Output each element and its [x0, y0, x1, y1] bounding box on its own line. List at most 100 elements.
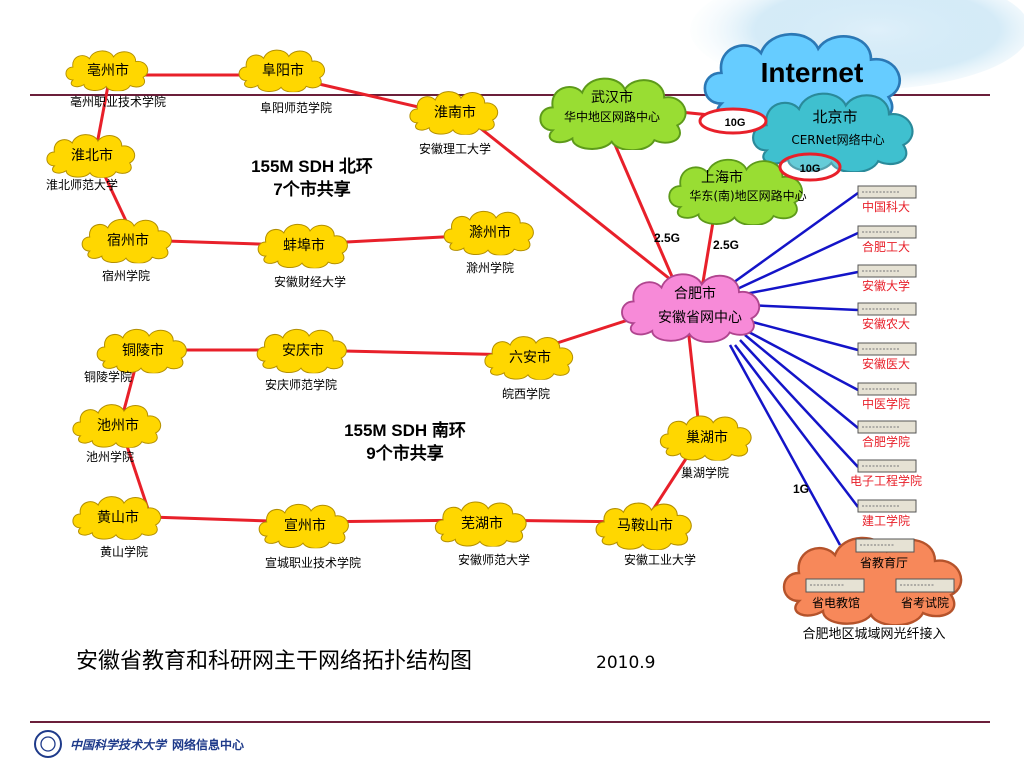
link-25g-wuhan-label: 2.5G [654, 231, 680, 245]
university-links [728, 191, 859, 546]
north-ring-line1: 155M SDH 北环 [251, 157, 373, 176]
device-tv: 省电教馆 [805, 578, 865, 610]
device-tv-label: 省电教馆 [812, 595, 860, 610]
city-school-huangshan: 黄山学院 [100, 544, 148, 559]
city-name-huangshan: 黄山市 [97, 509, 139, 526]
link-uni-2 [734, 231, 859, 292]
link-10g-shanghai: 10G [778, 152, 842, 182]
shanghai-cloud: 上海市 华东(南)地区网路中心 [668, 158, 807, 225]
metro-cloud: 省教育厅 省电教馆 省考试院 [782, 536, 963, 625]
city-name-huainan: 淮南市 [434, 104, 476, 121]
city-school-wuhu: 安徽师范大学 [458, 552, 530, 567]
internet-label: Internet [761, 57, 864, 88]
city-name-xuanzhou: 宣州市 [284, 517, 326, 534]
shanghai-desc: 华东(南)地区网路中心 [689, 188, 806, 203]
city-name-anqing: 安庆市 [282, 342, 324, 359]
city-school-suzhou: 宿州学院 [102, 268, 150, 283]
city-name-tongling: 铜陵市 [122, 342, 164, 359]
device-edu: 省教育厅 [855, 538, 915, 570]
link-uni-9 [734, 344, 859, 508]
link-10g-wuhan-marker [698, 107, 768, 135]
city-name-wuhu: 芜湖市 [461, 515, 503, 532]
link-huainan-hefei [459, 110, 691, 297]
wuhan-name: 武汉市 [591, 89, 633, 106]
internet-cloud: Internet [703, 32, 902, 130]
wuhan-cloud: 武汉市 华中地区网路中心 [539, 77, 687, 150]
city-school-bozhou: 亳州职业技术学院 [70, 94, 166, 109]
link-metro [728, 344, 842, 546]
university-item: 合肥学院 [857, 420, 917, 449]
university-name: 合肥工大 [862, 239, 910, 254]
device-edu-label: 省教育厅 [860, 555, 908, 570]
university-name: 中国科大 [862, 199, 910, 214]
university-name: 安徽大学 [862, 278, 910, 293]
university-item: 安徽医大 [857, 342, 917, 371]
shanghai-name: 上海市 [701, 169, 743, 186]
city-name-chizhou: 池州市 [97, 417, 139, 434]
city-school-tongling: 铜陵学院 [84, 369, 132, 384]
link-25g-shanghai-label: 2.5G [713, 238, 739, 252]
city-school-bengbu: 安徽财经大学 [274, 274, 346, 289]
diagram-title: 安徽省教育和科研网主干网络拓扑结构图 [76, 649, 472, 674]
south-ring-line1: 155M SDH 南环 [344, 420, 466, 440]
city-school-anqing: 安庆师范学院 [265, 377, 337, 392]
link-10g-wuhan-label: 10G [725, 117, 746, 129]
university-item: 电子工程学院 [850, 459, 922, 488]
city-school-fuyang: 阜阳师范学院 [260, 100, 332, 115]
link-1g-label: 1G [793, 482, 809, 496]
university-item: 中医学院 [857, 382, 917, 411]
university-seal-icon [34, 730, 62, 758]
link-uni-1 [729, 191, 859, 287]
university-name: 合肥学院 [862, 434, 910, 449]
link-10g-shanghai-label: 10G [800, 163, 821, 175]
city-school-chuzhou: 滁州学院 [466, 260, 514, 275]
city-name-bengbu: 蚌埠市 [283, 237, 325, 254]
city-name-maanshan: 马鞍山市 [617, 517, 673, 534]
university-name: 安徽农大 [862, 316, 910, 331]
university-item: 中国科大 [857, 185, 917, 214]
city-name-chuzhou: 滁州市 [469, 224, 511, 241]
city-school-huaibei: 淮北师范大学 [46, 177, 118, 192]
beijing-desc: CERNet网络中心 [791, 132, 884, 147]
hefei-name: 合肥市 [674, 285, 716, 302]
city-nodes: 亳州市亳州职业技术学院阜阳市阜阳师范学院淮南市安徽理工大学淮北市淮北师范大学宿州… [46, 49, 752, 570]
city-name-chaohu: 巢湖市 [686, 429, 728, 446]
beijing-cloud: 北京市 CERNet网络中心 [751, 92, 914, 172]
city-name-bozhou: 亳州市 [87, 62, 129, 79]
device-exam: 省考试院 [895, 578, 955, 610]
university-name: 建工学院 [862, 513, 910, 528]
university-item: 安徽大学 [857, 264, 917, 293]
link-uni-4 [744, 303, 859, 312]
footer-university-name: 中国科学技术大学 [70, 738, 168, 752]
city-school-maanshan: 安徽工业大学 [624, 552, 696, 567]
university-name: 安徽医大 [862, 356, 910, 371]
city-name-fuyang: 阜阳市 [262, 62, 304, 79]
university-name: 电子工程学院 [850, 473, 922, 488]
link-uni-7 [744, 334, 859, 429]
footer-dept: 网络信息中心 [172, 737, 244, 752]
link-10g-wuhan: 10G [698, 107, 768, 135]
city-name-luan: 六安市 [509, 349, 551, 366]
city-school-xuanzhou: 宣城职业技术学院 [265, 555, 361, 570]
diagram-year: 2010.9 [596, 653, 655, 673]
university-name: 中医学院 [862, 396, 910, 411]
wuhan-desc: 华中地区网路中心 [564, 109, 660, 124]
metro-caption: 合肥地区城域网光纤接入 [802, 626, 945, 642]
city-school-luan: 皖西学院 [502, 386, 550, 401]
link-uni-5 [744, 318, 859, 352]
device-exam-label: 省考试院 [901, 595, 949, 610]
hefei-desc: 安徽省网中心 [658, 310, 742, 326]
